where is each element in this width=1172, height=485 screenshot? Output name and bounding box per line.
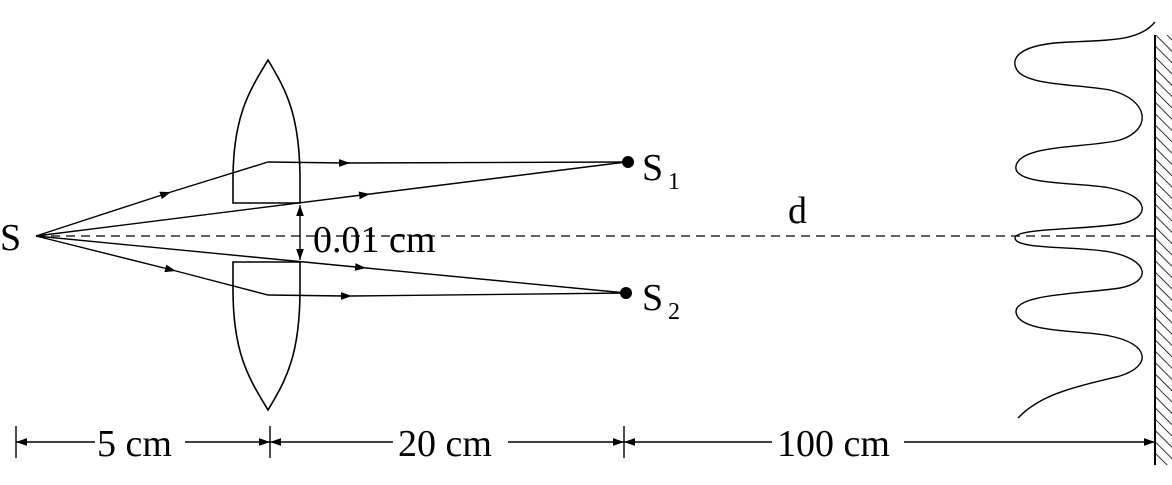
screen-hatching: [1155, 35, 1172, 465]
slit1-subscript: 1: [668, 169, 680, 195]
slit2-label: S: [642, 277, 663, 319]
dimension-100cm-label: 100 cm: [777, 423, 890, 465]
fringe-intensity-curve: [1014, 21, 1156, 419]
dimension-20cm-label: 20 cm: [398, 423, 492, 465]
lower-lens-half: [232, 261, 301, 412]
screen-distance-label: d: [788, 190, 807, 232]
rays-to-s1: [35, 159, 627, 237]
source-label: S: [0, 217, 21, 259]
dimension-5cm-label: 5 cm: [97, 423, 172, 465]
slit2-subscript: 2: [668, 299, 680, 325]
slit1-label: S: [642, 147, 663, 189]
rays-to-s2: [35, 235, 627, 300]
upper-lens-half: [232, 58, 301, 204]
separation-label: 0.01 cm: [313, 219, 435, 261]
slit2-dot: [620, 287, 632, 299]
slit1-dot: [622, 156, 634, 168]
